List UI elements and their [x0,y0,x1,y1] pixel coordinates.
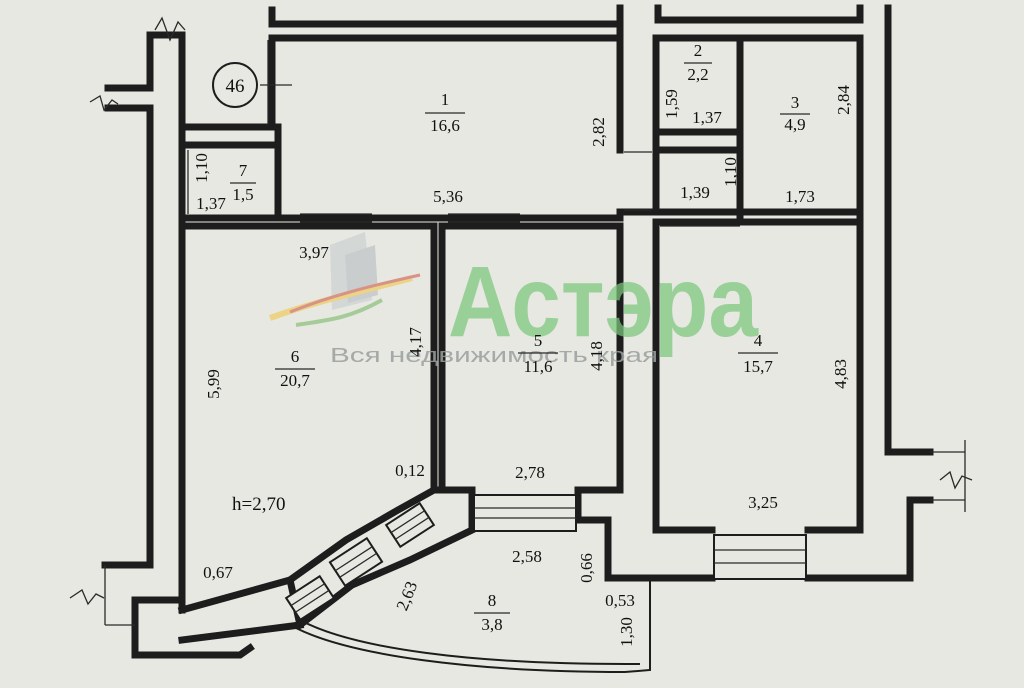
watermark-logo-icon [268,232,421,327]
dimension-label: 1,59 [662,89,681,119]
watermark-brand: Астэра [448,246,759,358]
dimension-label: 5,36 [433,187,463,206]
dimension-label: 1,30 [617,617,636,647]
dimension-label: 4,18 [587,341,606,371]
room-area: 1,5 [232,185,253,204]
room-area: 4,9 [784,115,805,134]
dimension-label: 0,66 [577,553,596,583]
room-number: 1 [441,90,450,109]
dimension-label: 3,97 [299,243,329,262]
room-8-label: 8 3,8 [474,591,510,634]
windows [69,16,973,626]
dimension-label: 2,78 [515,463,545,482]
room-2-label: 2 2,2 [684,41,712,84]
room-area: 11,6 [523,357,552,376]
building-number: 46 [226,76,245,97]
dimension-label: 1,37 [196,194,226,213]
dimension-label: 4,83 [831,359,850,389]
dimension-labels: 2,82 5,36 1,59 1,37 2,84 1,10 1,39 1,73 … [192,85,853,647]
interior-walls [177,20,864,644]
room-7-label: 7 1,5 [230,161,256,204]
dimension-label: 1,10 [721,157,740,187]
room-1-label: 1 16,6 [425,90,465,135]
watermark: Астэра Вся недвижимость края [268,232,759,367]
room-number: 8 [488,591,497,610]
room-6-label: 6 20,7 [275,347,315,390]
outer-walls [101,4,934,673]
watermark-tagline: Вся недвижимость края [330,345,658,367]
dimension-label: 1,10 [192,153,211,183]
dimension-label: 3,25 [748,493,778,512]
room-number: 3 [791,93,800,112]
dimension-label: 1,37 [692,108,722,127]
room-3-label: 3 4,9 [780,93,810,134]
room-number: 4 [754,331,763,350]
room-area: 20,7 [280,371,310,390]
dimension-label: 2,58 [512,547,542,566]
ceiling-height: h=2,70 [232,494,285,515]
dimension-label: 0,67 [203,563,233,582]
building-number-marker: 46 [212,62,258,108]
room-number: 7 [239,161,248,180]
dimension-label: 4,17 [406,327,425,357]
doors [187,40,740,227]
room-area: 16,6 [430,116,460,135]
dimension-label: 0,53 [605,591,635,610]
room-5-label: 5 11,6 [518,331,558,376]
room-labels: 1 16,6 2 2,2 3 4,9 4 15,7 5 11,6 6 20,7 [230,41,810,634]
room-number: 5 [534,331,543,350]
room-number: 2 [694,41,703,60]
dimension-label: 0,12 [395,461,425,480]
room-area: 15,7 [743,357,773,376]
room-number: 6 [291,347,300,366]
room-area: 3,8 [481,615,502,634]
room-area: 2,2 [687,65,708,84]
room-4-label: 4 15,7 [738,331,778,376]
dimension-label: 1,39 [680,183,710,202]
dimension-label: 2,84 [834,85,853,115]
dimension-label: 2,82 [589,117,608,147]
dimension-label: 1,73 [785,187,815,206]
dimension-label: 5,99 [204,369,223,399]
